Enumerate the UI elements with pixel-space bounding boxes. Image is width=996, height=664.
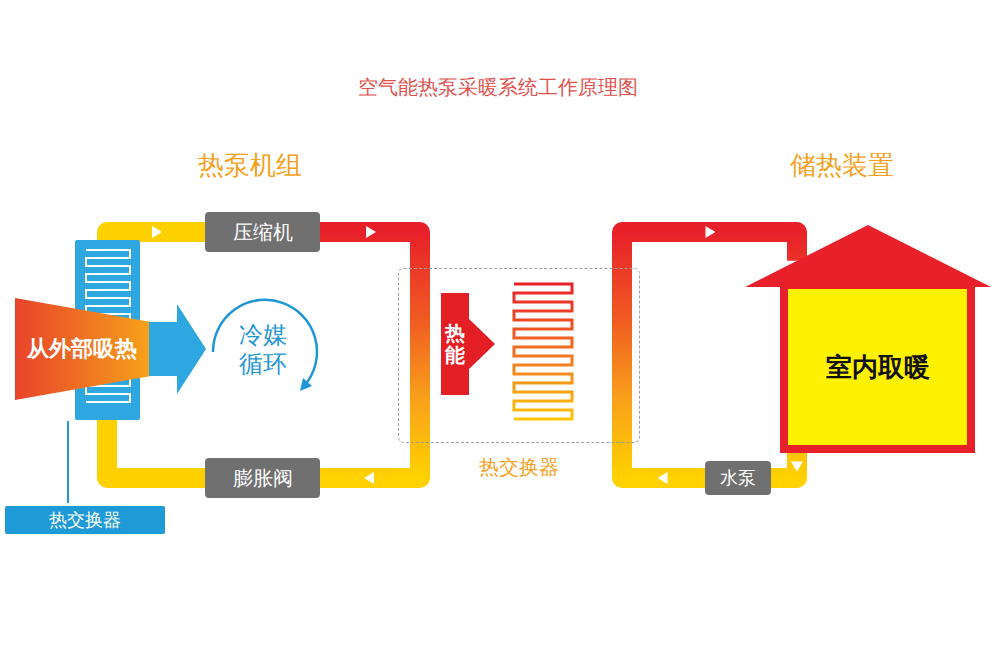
arrow-tail bbox=[15, 298, 151, 400]
refrigerant-pipe bbox=[320, 443, 420, 478]
flow-arrowhead bbox=[706, 226, 716, 238]
flow-arrowhead bbox=[366, 226, 376, 238]
water-pump-box: 水泵 bbox=[705, 461, 771, 495]
house-roof bbox=[745, 225, 991, 287]
indoor-heating-house: 室内取暖 bbox=[745, 225, 991, 453]
compressor-box: 压缩机 bbox=[205, 212, 320, 252]
heat-energy-arrow: 热能 bbox=[441, 293, 495, 395]
leader-line bbox=[67, 421, 69, 503]
cycle-label: 冷媒 循环 bbox=[237, 321, 290, 379]
node-text: 水泵 bbox=[720, 466, 756, 490]
node-text: 膨胀阀 bbox=[233, 465, 293, 492]
heat-exchanger-zone: 热交换器热能 bbox=[398, 268, 640, 443]
shape-outline bbox=[745, 225, 991, 453]
house-interior bbox=[788, 289, 967, 445]
expansion-valve-box: 膨胀阀 bbox=[205, 458, 320, 498]
refrigerant-pipe bbox=[622, 443, 705, 478]
cycle-arrowhead bbox=[300, 378, 312, 391]
arrow-shape bbox=[441, 293, 495, 395]
node-text: 室内取暖 bbox=[788, 289, 967, 445]
inner-pipe bbox=[410, 268, 430, 443]
heat-intake-arrow: 从外部吸热 bbox=[15, 298, 207, 400]
coil-winding bbox=[514, 284, 572, 419]
flow-arrowhead bbox=[152, 226, 162, 238]
node-text: 热能 bbox=[445, 322, 465, 366]
node-text: 热交换器 bbox=[49, 508, 121, 532]
flow-arrowhead bbox=[791, 462, 803, 472]
node-text: 压缩机 bbox=[233, 219, 293, 246]
heat-exchanger-label-box: 热交换器 bbox=[5, 506, 165, 534]
refrigerant-pipe bbox=[622, 232, 797, 268]
diagram-title: 空气能热泵采暖系统工作原理图 bbox=[0, 74, 996, 101]
section-heading: 热泵机组 bbox=[198, 150, 302, 181]
arrow-head bbox=[149, 304, 206, 394]
section-heading: 储热装置 bbox=[790, 150, 894, 181]
node-text: 热交换器 bbox=[399, 454, 639, 481]
flow-arrowhead bbox=[658, 472, 668, 484]
inner-pipe bbox=[612, 268, 632, 443]
node-text: 从外部吸热 bbox=[27, 334, 137, 364]
refrigerant-pipe bbox=[771, 453, 797, 478]
flow-arrowhead bbox=[364, 472, 374, 484]
refrigerant-pipe bbox=[320, 232, 420, 268]
cycle-arc bbox=[213, 300, 317, 385]
house-wall bbox=[780, 281, 975, 453]
